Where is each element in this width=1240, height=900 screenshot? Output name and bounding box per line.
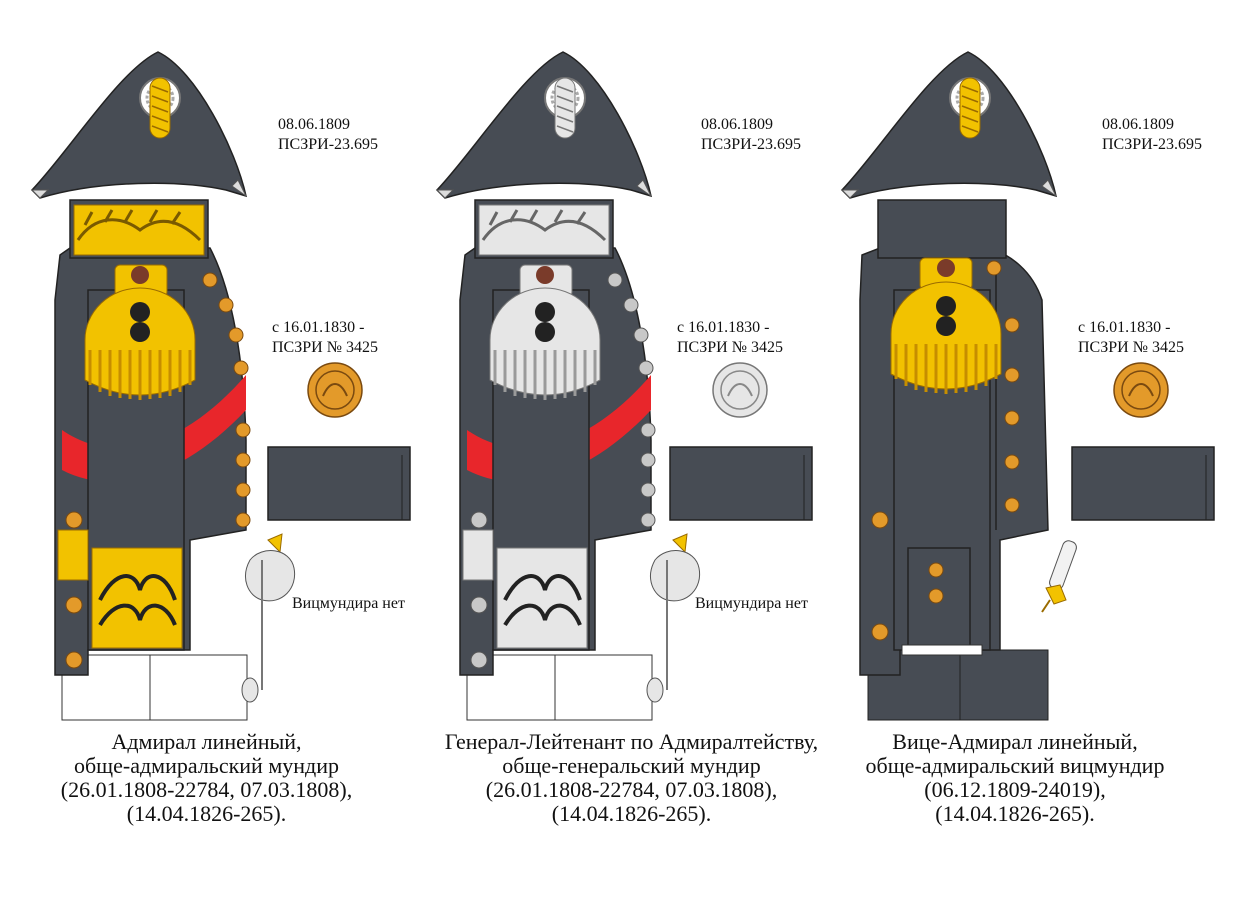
cuff-patch	[669, 446, 813, 521]
sword-hilt-icon	[646, 533, 701, 703]
cuff-embroidery	[496, 547, 588, 649]
ref-top: ПСЗРИ-23.695	[278, 136, 379, 153]
plate-admiral: 08.06.1809 ПСЗРИ-23.695 с 16.01.1830 - П…	[0, 0, 413, 900]
uniform-figure	[435, 51, 813, 721]
epaulette	[890, 257, 1002, 394]
caption-line: обще-генеральский мундир	[502, 753, 761, 778]
bicorne-hat-icon	[30, 51, 248, 199]
epaulette	[84, 264, 196, 400]
button-icon	[307, 362, 363, 418]
caption-line: (14.04.1826-265).	[935, 801, 1095, 826]
date-top: 08.06.1809	[1102, 116, 1174, 133]
bicorne-hat-icon	[840, 51, 1058, 199]
caption-line: (26.01.1808-22784, 07.03.1808),	[60, 777, 353, 802]
trousers	[61, 654, 248, 721]
date-note-button: с 16.01.1830 - ПСЗРИ № 3425	[1078, 318, 1184, 358]
ref-button: ПСЗРИ № 3425	[677, 339, 783, 356]
caption: Генерал-Лейтенант по Адмиралтейству, общ…	[405, 730, 858, 826]
date-note-top: 08.06.1809 ПСЗРИ-23.695	[278, 115, 378, 155]
caption-line: Генерал-Лейтенант по Адмиралтейству,	[444, 729, 819, 754]
no-vicmundir-note: Вицмундира нет	[695, 595, 808, 612]
cuff-embroidery	[91, 547, 183, 649]
caption-line: обще-адмиральский вицмундир	[865, 753, 1165, 778]
sword-hilt-icon	[1041, 540, 1077, 613]
caption-line: (14.04.1826-265).	[551, 801, 712, 826]
button-icon	[1113, 362, 1169, 418]
date-button: с 16.01.1830 -	[272, 319, 365, 336]
caption: Адмирал линейный, обще-адмиральский мунд…	[0, 730, 413, 826]
bicorne-hat-icon	[435, 51, 653, 199]
epaulette	[489, 264, 601, 400]
caption-line: (26.01.1808-22784, 07.03.1808),	[485, 777, 778, 802]
date-top: 08.06.1809	[278, 116, 350, 133]
cuff-patch	[1071, 446, 1215, 521]
ref-button: ПСЗРИ № 3425	[272, 339, 378, 356]
date-button: с 16.01.1830 -	[677, 319, 770, 336]
cuff-patch	[267, 446, 411, 521]
uniform-figure	[840, 51, 1215, 721]
caption-line: Адмирал линейный,	[111, 729, 302, 754]
caption-line: Вице-Адмирал линейный,	[892, 729, 1138, 754]
trousers	[466, 654, 653, 721]
ref-button: ПСЗРИ № 3425	[1078, 339, 1184, 356]
sword-hilt-icon	[241, 533, 296, 703]
ref-top: ПСЗРИ-23.695	[1102, 136, 1203, 153]
caption-line: (06.12.1809-24019),	[924, 777, 1106, 802]
date-top: 08.06.1809	[701, 116, 773, 133]
date-note-button: с 16.01.1830 - ПСЗРИ № 3425	[677, 318, 783, 358]
date-note-button: с 16.01.1830 - ПСЗРИ № 3425	[272, 318, 378, 358]
no-vicmundir-note: Вицмундира нет	[292, 595, 405, 612]
ref-top: ПСЗРИ-23.695	[701, 136, 802, 153]
collar	[877, 199, 1007, 259]
date-button: с 16.01.1830 -	[1078, 319, 1171, 336]
caption: Вице-Адмирал линейный, обще-адмиральский…	[810, 730, 1220, 826]
caption-line: (14.04.1826-265).	[126, 801, 287, 826]
date-note-top: 08.06.1809 ПСЗРИ-23.695	[1102, 115, 1202, 155]
coat-buttons	[871, 260, 1020, 641]
plate-general-lieutenant: 08.06.1809 ПСЗРИ-23.695 с 16.01.1830 - П…	[405, 0, 818, 900]
coat-buttons	[470, 272, 656, 669]
uniform-figure	[30, 51, 411, 721]
plate-vice-admiral: 08.06.1809 ПСЗРИ-23.695 с 16.01.1830 - П…	[810, 0, 1223, 900]
button-icon	[712, 362, 768, 418]
coat-buttons	[65, 272, 251, 669]
caption-line: обще-адмиральский мундир	[73, 753, 339, 778]
date-note-top: 08.06.1809 ПСЗРИ-23.695	[701, 115, 801, 155]
